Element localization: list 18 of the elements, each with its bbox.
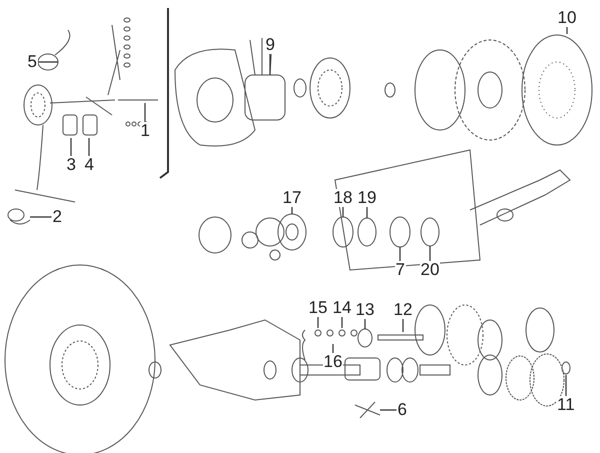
leader-line (366, 207, 368, 218)
leader-line (269, 54, 271, 75)
leader-line (565, 375, 567, 396)
callout-number: 9 (264, 36, 276, 54)
leader-line (380, 409, 396, 411)
leader-line (30, 216, 52, 218)
leader-line (38, 61, 58, 63)
leader-line (402, 319, 404, 332)
leader-line (317, 317, 319, 328)
leader-line (399, 247, 401, 261)
leader-line (70, 138, 72, 156)
leader-line (429, 246, 431, 261)
callout-number: 18 (332, 189, 354, 207)
leader-line (342, 207, 344, 217)
leader-line (364, 319, 366, 329)
leader-line (341, 317, 343, 328)
leader-line (144, 103, 146, 122)
leader-line (88, 138, 90, 156)
